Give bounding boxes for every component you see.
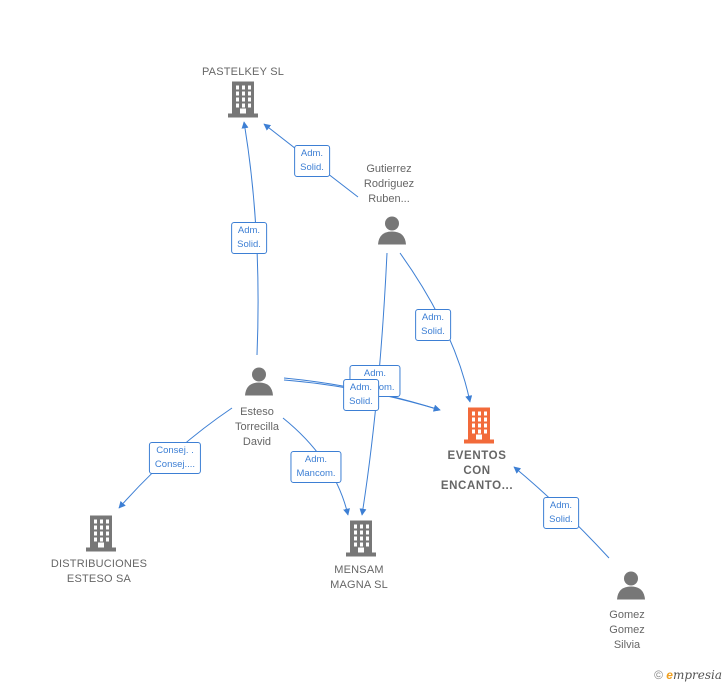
edge-label: Adm. Solid. (415, 309, 451, 341)
edge-label: Adm. Solid. (294, 145, 330, 177)
building-icon[interactable] (344, 519, 378, 562)
node-label-gutierrez[interactable]: Gutierrez Rodriguez Ruben... (363, 163, 415, 205)
footer-brand: © empresia (654, 668, 722, 682)
node-label-mensam[interactable]: MENSAM MAGNA SL (330, 564, 388, 591)
node-label-eventos[interactable]: EVENTOS CON ENCANTO... (440, 450, 514, 492)
node-label-pastelkey[interactable]: PASTELKEY SL (201, 66, 285, 78)
building-icon[interactable] (84, 514, 118, 557)
brand-logo-letter: e (666, 668, 673, 682)
edge-label: Adm. Solid. (543, 497, 579, 529)
edge-label: Adm. Mancom. (290, 451, 342, 483)
edge-label: Adm. Solid. (343, 379, 379, 411)
edge-label: Adm. Solid. (231, 222, 267, 254)
copyright-symbol: © (654, 668, 663, 682)
brand-logo-text: mpresia (672, 668, 722, 682)
person-icon[interactable] (377, 215, 407, 250)
node-label-gomez[interactable]: Gomez Gomez Silvia (609, 609, 645, 651)
building-icon[interactable] (226, 80, 260, 123)
node-label-esteso[interactable]: Esteso Torrecilla David (234, 406, 280, 448)
edge-label: Consej. . Consej.... (148, 442, 202, 474)
person-icon[interactable] (244, 366, 274, 401)
building-icon[interactable] (462, 406, 496, 449)
node-label-distribuciones[interactable]: DISTRIBUCIONES ESTESO SA (50, 558, 148, 585)
person-icon[interactable] (616, 570, 646, 605)
